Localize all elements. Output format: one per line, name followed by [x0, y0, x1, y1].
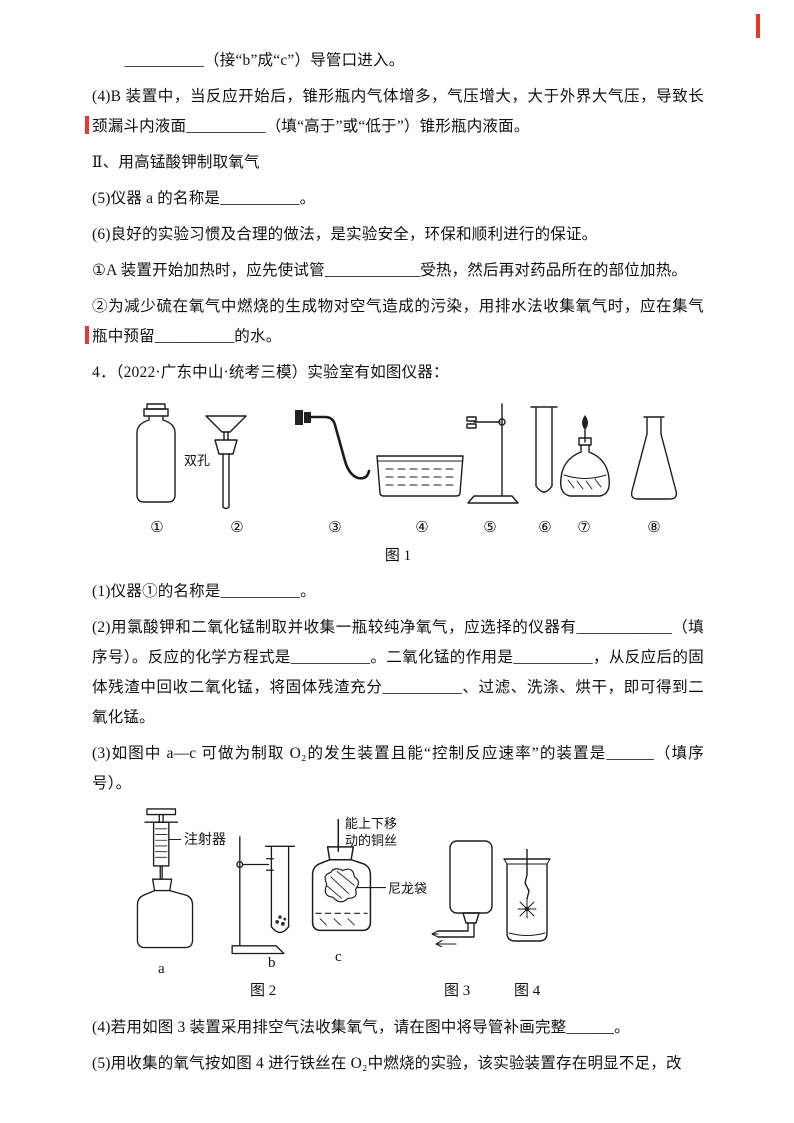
double-hole-label: 双孔 — [184, 453, 211, 468]
bent-delivery-tube-icon — [295, 410, 371, 480]
apparatus-number-8: ⑧ — [647, 520, 661, 536]
copper-wire-label: 能上下移动的铜丝 — [345, 816, 398, 848]
nylon-bag-label: 尼龙袋 — [388, 881, 428, 896]
section-heading-II: Ⅱ、用高锰酸钾制取氧气 — [92, 154, 260, 171]
syringe-generator-icon — [136, 808, 194, 949]
question-4-2: (2)用氯酸钾和二氧化锰制取并收集一瓶较纯净氧气，应选择的仪器有________… — [92, 619, 704, 726]
question-2-6-2: ②为减少硫在氧气中燃烧的生成物对空气造成的污染，用排水法收集氧气时，应在集气瓶中… — [92, 298, 704, 345]
funnel-icon — [205, 415, 247, 510]
apparatus-c-label: c — [335, 949, 342, 965]
question-2-4: (4)B 装置中，当反应开始后，锥形瓶内气体增多，气压增大，大于外界大气压，导致… — [92, 88, 704, 135]
alcohol-lamp-icon — [560, 415, 610, 497]
apparatus-number-5: ⑤ — [483, 520, 497, 536]
document-content: __________（接“b”成“c”）导管口进入。 (4)B 装置中，当反应开… — [92, 46, 704, 1085]
apparatus-number-1: ① — [150, 520, 164, 536]
apparatus-number-6: ⑥ — [538, 520, 552, 536]
wide-mouth-bottle-icon — [136, 403, 176, 503]
question-2-6-1: ①A 装置开始加热时，应先使试管____________受热，然后再对药品所在的… — [92, 262, 688, 279]
apparatus-number-3: ③ — [328, 520, 342, 536]
figure-3-caption: 图 3 — [444, 983, 471, 999]
figure-2-group: 注射器 a b 图 2 — [92, 805, 704, 1005]
figure-1: 双孔 — [92, 394, 704, 569]
test-tube-icon — [530, 406, 558, 493]
question-4-1: (1)仪器①的名称是__________。 — [92, 583, 316, 600]
annotation-mark — [756, 14, 760, 38]
apparatus-b-label: b — [268, 955, 276, 971]
label-leader-line — [168, 839, 181, 840]
continuation-text: __________（接“b”成“c”）导管口进入。 — [124, 52, 405, 69]
annotation-mark — [85, 326, 89, 344]
figure-4-caption: 图 4 — [514, 983, 541, 999]
apparatus-number-7: ⑦ — [577, 520, 591, 536]
conical-flask-icon — [630, 416, 678, 500]
gas-jar-burning-wire-icon — [503, 849, 551, 942]
iron-stand-icon — [466, 403, 519, 504]
figure-1-caption: 图 1 — [384, 548, 412, 564]
stand-test-tube-icon — [231, 836, 296, 955]
figure-2-caption: 图 2 — [250, 983, 277, 999]
apparatus-a-label: a — [158, 961, 165, 977]
question-4-header: 4．（2022·广东中山·统考三模）实验室有如图仪器： — [92, 364, 449, 381]
apparatus-number-4: ④ — [415, 520, 429, 536]
question-4-4: (4)若用如图 3 装置采用排空气法收集氧气，请在图中将导管补画完整______… — [92, 1019, 630, 1036]
question-2-6: (6)良好的实验习惯及合理的做法，是实验安全，环保和顺利进行的保证。 — [92, 226, 598, 243]
annotation-mark — [85, 116, 89, 134]
question-4-3: (3)如图中 a—c 可做为制取 O₂的发生装置且能“控制反应速率”的装置是__… — [92, 745, 704, 792]
gas-bottle-nylon-bag-icon — [311, 819, 386, 932]
syringe-label: 注射器 — [184, 833, 226, 848]
collection-bottle-icon — [431, 840, 493, 947]
water-trough-icon — [376, 455, 464, 497]
question-2-5: (5)仪器 a 的名称是__________。 — [92, 190, 316, 207]
apparatus-number-2: ② — [230, 520, 244, 536]
question-4-5: (5)用收集的氧气按如图 4 进行铁丝在 O₂中燃烧的实验，该实验装置存在明显不… — [92, 1055, 682, 1072]
